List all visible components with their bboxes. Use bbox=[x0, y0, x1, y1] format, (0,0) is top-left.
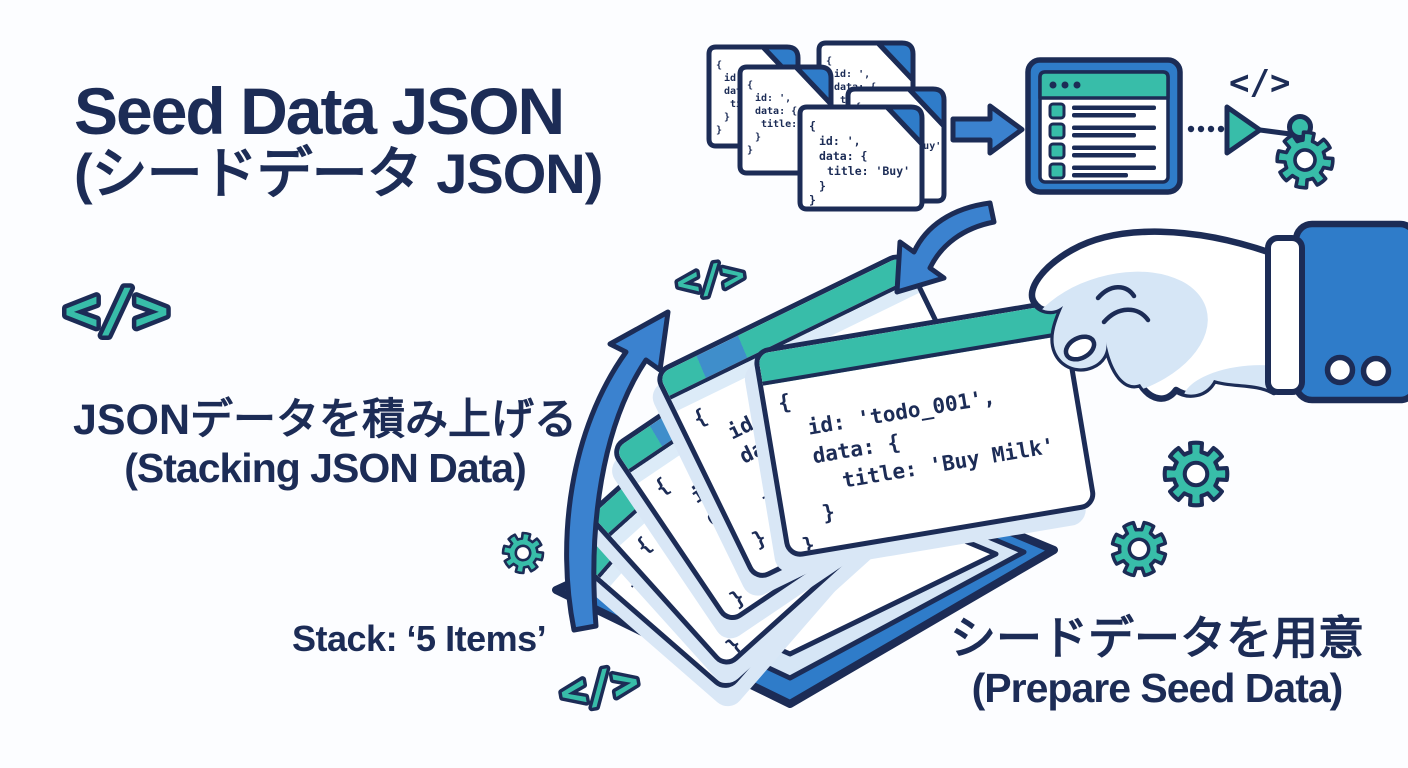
doc-code-line: data: { bbox=[755, 106, 797, 117]
code-icon-bottom: </> bbox=[556, 656, 643, 720]
doc-code-line: title: 'Buy' bbox=[840, 94, 912, 106]
doc-code-line: id: ', bbox=[834, 68, 870, 80]
doc-code-line: id: ', bbox=[724, 72, 760, 84]
connector-line bbox=[1259, 127, 1299, 138]
doc-code-line: } bbox=[716, 125, 722, 136]
doc-code-line: } bbox=[747, 145, 753, 156]
stack-count-label: Stack: ‘5 Items’ bbox=[292, 618, 547, 659]
doc-code-line: { bbox=[855, 102, 861, 113]
doc-code-line: { bbox=[716, 60, 722, 71]
cuff bbox=[1265, 235, 1305, 395]
doc-code-line: data: { bbox=[863, 128, 905, 139]
row-text-line bbox=[1072, 165, 1156, 170]
checkbox-icon bbox=[1048, 122, 1066, 140]
titlebar-dot bbox=[1061, 81, 1069, 89]
process-gear-icon bbox=[1271, 126, 1339, 194]
row-text-line bbox=[1072, 105, 1156, 110]
row-text-line bbox=[1072, 125, 1156, 130]
doc-fold bbox=[875, 40, 916, 83]
title-ja: (シードデータ JSON) bbox=[74, 142, 603, 206]
checkbox-icon bbox=[1048, 102, 1066, 120]
json-doc: { id: ', data: { title: 'Buy' } } bbox=[816, 40, 916, 162]
stacking-caption-ja: JSONデータを積み上げる bbox=[72, 396, 578, 444]
knuckle-line bbox=[1095, 285, 1137, 301]
doc-code-line: title: 'Buy' bbox=[827, 164, 910, 178]
sleeve bbox=[1292, 220, 1408, 404]
checkbox-icon bbox=[1048, 142, 1066, 160]
doc-code-line: } bbox=[826, 121, 832, 132]
titlebar-dot bbox=[1049, 81, 1057, 89]
json-doc: { id: ', data: { title: 'Buy' } } bbox=[737, 64, 834, 176]
doc-code-line: data: { bbox=[819, 149, 867, 163]
row-text-line bbox=[1072, 153, 1136, 158]
titlebar-dot bbox=[1073, 81, 1081, 89]
row-text-line bbox=[1072, 173, 1128, 178]
flow-triangle-icon bbox=[1224, 104, 1263, 156]
doc-fold bbox=[906, 86, 947, 129]
code-icon-output: </> bbox=[1229, 63, 1290, 103]
doc-code-line: } bbox=[755, 132, 761, 143]
code-icon-center: </> bbox=[673, 252, 747, 305]
sleeve-button bbox=[1324, 354, 1356, 386]
doc-code-line: title: 'Buy' bbox=[761, 118, 833, 130]
doc-code-line: title: 'Buy' bbox=[730, 98, 802, 110]
gear-icon-right-1 bbox=[1165, 443, 1228, 506]
doc-code-line: } bbox=[809, 193, 816, 207]
doc-code-line: { bbox=[809, 119, 816, 133]
doc-code-line: data: { bbox=[834, 82, 876, 93]
arrow-docs-to-list bbox=[950, 103, 1025, 156]
doc-code-line: data: { bbox=[724, 86, 766, 97]
stacking-caption: JSONデータを積み上げる (Stacking JSON Data) bbox=[70, 396, 580, 493]
checkbox-icon bbox=[1048, 162, 1066, 180]
doc-fold bbox=[884, 104, 925, 147]
code-icon-left: </> bbox=[64, 276, 169, 344]
json-doc-stack: { id: ', data: { title: 'Buy' } } { id: … bbox=[706, 40, 947, 212]
doc-code-line: { bbox=[826, 56, 832, 67]
json-doc: { id: ', data: { title: 'Buy' } } bbox=[845, 86, 947, 204]
window-body bbox=[1038, 70, 1170, 184]
row-text-line bbox=[1072, 145, 1156, 150]
stacking-caption-en: (Stacking JSON Data) bbox=[124, 445, 527, 492]
doc-code-line: id: ', bbox=[863, 114, 899, 126]
gear-icon-left bbox=[498, 528, 548, 578]
dotted-connector bbox=[1187, 125, 1225, 133]
knuckle-line bbox=[1101, 307, 1151, 325]
todo-rows bbox=[1048, 102, 1156, 180]
gear-icon-right-2 bbox=[1102, 512, 1176, 586]
doc-code-line: } bbox=[855, 167, 861, 178]
json-doc: { id: ', data: { title: 'Buy' } } bbox=[706, 44, 802, 149]
doc-code-line: title: 'Buy' bbox=[869, 140, 941, 152]
doc-code-line: id: ', bbox=[819, 134, 861, 148]
doc-code-line: } bbox=[819, 179, 826, 193]
todo-list-window bbox=[1025, 57, 1183, 195]
row-text-line bbox=[1072, 113, 1136, 118]
doc-fold bbox=[793, 64, 834, 107]
doc-fold bbox=[760, 44, 801, 87]
doc-code-line: } bbox=[863, 154, 869, 165]
gear-bead bbox=[1287, 114, 1313, 140]
doc-code-line: id: ', bbox=[755, 92, 791, 104]
doc-code-line: { bbox=[747, 80, 753, 91]
prepare-caption: シードデータを用意 (Prepare Seed Data) bbox=[934, 612, 1380, 712]
page-title: Seed Data JSON (シードデータ JSON) bbox=[74, 74, 603, 206]
json-doc-front: { id: ', data: { title: 'Buy' } } bbox=[797, 104, 925, 212]
doc-code-line: } bbox=[834, 108, 840, 119]
window-titlebar bbox=[1038, 70, 1170, 100]
title-en: Seed Data JSON bbox=[74, 74, 565, 148]
prepare-caption-en: (Prepare Seed Data) bbox=[971, 664, 1344, 711]
doc-code-line: } bbox=[724, 112, 730, 123]
prepare-caption-ja: シードデータを用意 bbox=[950, 612, 1364, 664]
row-text-line bbox=[1072, 133, 1136, 138]
sleeve-button bbox=[1360, 355, 1392, 387]
